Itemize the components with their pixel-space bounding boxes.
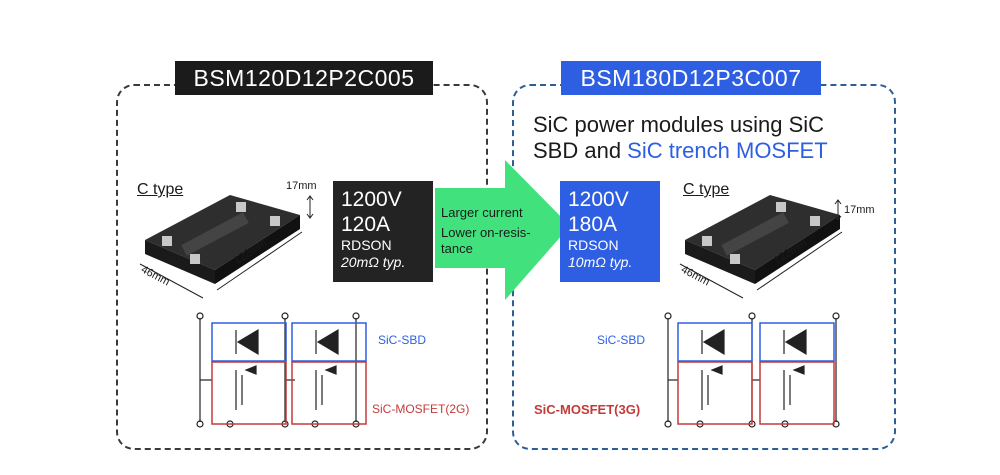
headline-prefix: SBD and	[533, 138, 628, 163]
module-right-image	[685, 195, 840, 284]
arrow-text-line-1: Larger current	[441, 205, 523, 220]
spec-box-left: 1200V 120A RDSON 20mΩ typ.	[333, 181, 433, 282]
height-label-right: 17mm	[844, 204, 875, 216]
headline-line-2: SBD and SiC trench MOSFET	[533, 137, 893, 164]
package-label-right: C type	[683, 181, 730, 198]
headline-highlight: SiC trench MOSFET	[627, 138, 828, 163]
part-number-left: BSM120D12P2C005	[175, 61, 433, 95]
module-left-image	[145, 195, 300, 284]
height-label-left: 17mm	[286, 180, 317, 192]
sbd-label-left: SiC-SBD	[378, 333, 427, 347]
spec-box-right: 1200V 180A RDSON 10mΩ typ.	[560, 181, 660, 282]
headline-line-1: SiC power modules using SiC	[533, 112, 825, 137]
current-left: 120A	[341, 213, 391, 236]
package-label-left: C type	[137, 181, 184, 198]
current-right: 180A	[568, 213, 618, 236]
module-right-dimensions	[679, 199, 843, 299]
circuit-left	[196, 312, 367, 428]
mosfet-label-right: SiC-MOSFET(3G)	[534, 402, 641, 417]
voltage-right: 1200V	[568, 188, 629, 211]
module-left-dimensions	[139, 195, 314, 299]
part-number-right: BSM180D12P3C007	[561, 61, 821, 95]
rds-value-left: 20mΩ typ.	[341, 254, 406, 270]
voltage-left: 1200V	[341, 188, 402, 211]
arrow-text-line-3: tance	[441, 241, 473, 256]
arrow-text-line-2: Lower on-resis-	[441, 225, 531, 240]
mosfet-label-left: SiC-MOSFET(2G)	[372, 402, 470, 416]
rds-label-left: RDSON	[341, 237, 392, 253]
circuit-right	[664, 312, 840, 428]
sbd-label-right: SiC-SBD	[597, 333, 646, 347]
rds-value-right: 10mΩ typ.	[568, 254, 633, 270]
rds-label-right: RDSON	[568, 237, 619, 253]
